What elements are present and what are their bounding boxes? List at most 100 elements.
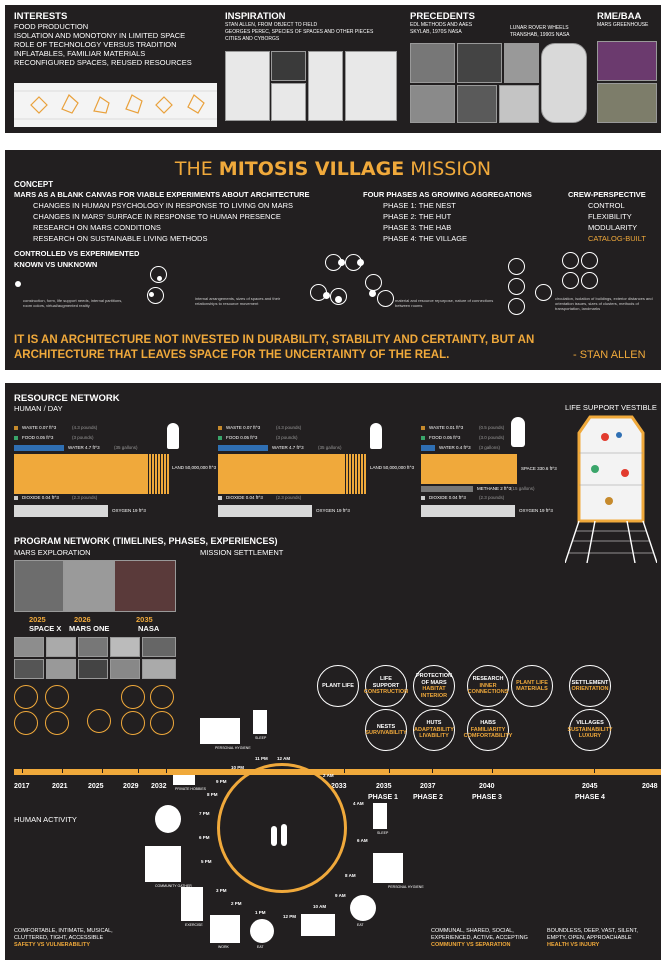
phase-label: PHASE 3	[472, 794, 502, 801]
experience-theme: HEALTH VS INJURY	[547, 942, 600, 948]
interests-line: INFLATABLES, FAMILIAR MATERIALS	[14, 49, 146, 58]
phases-title: FOUR PHASES AS GROWING AGGREGATIONS	[363, 190, 532, 199]
water-label: WATER 4.7 ft^3	[272, 445, 304, 450]
clock-hour: 8 AM	[345, 873, 356, 878]
phase-circle-orange-label: ORIENTATION	[571, 686, 609, 692]
life-support-vestible-drawing	[565, 415, 657, 563]
phase-circle-label: PROTECTION OF MARS	[415, 673, 453, 686]
food-note: (3 pounds)	[72, 435, 94, 440]
astronaut-icon	[511, 417, 525, 447]
research-photo-image	[142, 637, 176, 657]
phase-label: PHASE 1	[368, 794, 398, 801]
cell-dot	[157, 276, 162, 281]
resource-group: WASTE 0.07 ft^3 (4.3 pounds) FOOD 0.05 f…	[218, 423, 418, 523]
waste-bar	[218, 426, 222, 430]
quote-line: IT IS AN ARCHITECTURE NOT INVESTED IN DU…	[14, 334, 535, 346]
phase-circle-orange-label: FAMILIARITY COMFORTABILITY	[463, 726, 513, 740]
phase-circle: PLANT LIFE	[317, 665, 359, 707]
research-photo-image	[46, 637, 76, 657]
cell-dot	[323, 292, 330, 299]
waste-note: (4.3 pounds)	[72, 425, 98, 430]
oxygen-label: OXYGEN 19 ft^3	[112, 508, 146, 513]
human-pair-icon	[271, 826, 277, 846]
book-page-image	[225, 51, 270, 121]
clock-hour: 9 AM	[335, 893, 346, 898]
water-bar	[421, 445, 435, 451]
precedents-line: SKYLAB, 1970s NASA	[410, 29, 462, 35]
experience-theme: SAFETY VS VULNERABILITY	[14, 942, 90, 948]
book-photo-image	[271, 51, 306, 81]
explore-year: 2035	[136, 615, 153, 624]
rme-section: RME/BAA MARS GREENHOUSE	[597, 11, 648, 29]
mission-settlement-label: MISSION SETTLEMENT	[200, 548, 284, 557]
concept-line: RESEARCH ON SUSTAINABLE LIVING METHODS	[33, 234, 208, 243]
dioxide-bar	[218, 496, 222, 500]
activity-label: PERSONAL HYGIENE	[215, 746, 251, 750]
cell-circle	[508, 298, 525, 315]
single-cell-dot	[15, 281, 21, 287]
food-note: (3.0 pounds)	[479, 435, 505, 440]
controlled-line: CONTROLLED vs EXPERIMENTED	[14, 249, 140, 258]
cell-circle	[365, 274, 382, 291]
dioxide-note: (2.3 pounds)	[276, 495, 302, 500]
inspiration-title: INSPIRATION	[225, 11, 286, 22]
research-circle	[14, 685, 38, 709]
food-note: (3 pounds)	[276, 435, 298, 440]
clock-hour: 6 AM	[357, 838, 368, 843]
research-circle	[45, 685, 69, 709]
phase-line: PHASE 4: THE VILLAGE	[383, 234, 468, 243]
daily-clock-circle	[217, 763, 347, 893]
crew-line: MODULARITY	[588, 223, 638, 232]
timeline-year: 2037	[420, 783, 436, 790]
human-activity-title: HUMAN ACTIVITY	[14, 815, 77, 824]
oxygen-label: OXYGEN 19 ft^3	[316, 508, 350, 513]
space-bar	[421, 454, 517, 484]
explore-year: 2025	[29, 615, 46, 624]
activity-label: WORK	[218, 945, 229, 949]
cell-circle	[581, 272, 598, 289]
timeline-year: 2021	[52, 783, 68, 790]
interests-line: FOOD PRODUCTION	[14, 22, 89, 31]
activity-label: EXERCISE	[185, 923, 203, 927]
pattern-diagram-image	[14, 90, 217, 120]
phase-circle-label: LIFE SUPPORT	[372, 676, 400, 689]
cell-dot	[335, 296, 342, 303]
mission-title-post: MISSION	[404, 158, 492, 180]
oxygen-bar	[421, 505, 515, 517]
water-note: (35 gallons)	[318, 445, 342, 450]
research-photo-image	[46, 659, 76, 679]
resource-group: WASTE 0.07 ft^3 (4.3 pounds) FOOD 0.05 f…	[14, 423, 216, 523]
food-bar	[14, 436, 18, 440]
dioxide-note: (2.3 pounds)	[479, 495, 505, 500]
activity-label: EAT	[257, 945, 264, 949]
clock-hour: 6 PM	[199, 835, 210, 840]
methane-note: (15 gallons)	[511, 486, 535, 491]
inspiration-section: INSPIRATION STAN ALLEN, FROM OBJECT TO F…	[225, 11, 373, 43]
precedent-photo-image	[457, 85, 497, 123]
resource-title: RESOURCE NETWORK	[14, 393, 120, 404]
mission-title-pre: THE	[174, 158, 219, 180]
crew-title: CREW-PERSPECTIVE	[568, 190, 646, 199]
clock-hour: 2 PM	[231, 901, 242, 906]
cell-circle	[562, 272, 579, 289]
land-bar-stripes	[343, 454, 366, 494]
activity-label: SLEEP	[377, 831, 389, 835]
oxygen-bar	[218, 505, 312, 517]
waste-bar	[14, 426, 18, 430]
resource-subtitle: HUMAN / DAY	[14, 404, 63, 413]
phase-label: PHASE 4	[575, 794, 605, 801]
greenhouse-photo-image	[597, 41, 657, 81]
bed-activity-icon	[373, 803, 387, 829]
phase-circle: NESTS SURVIVABILITY	[365, 709, 407, 751]
human-figure-icon	[370, 423, 382, 449]
precedent-photo-image	[410, 85, 455, 123]
interests-line: ISOLATION AND MONOTONY IN LIMITED SPACE	[14, 31, 186, 40]
food-bar	[421, 436, 425, 440]
cell-circle	[330, 288, 347, 305]
explore-name: MARS ONE	[69, 624, 110, 633]
precedents-section: PRECEDENTS EDL METHODS AND AAES SKYLAB, …	[410, 11, 475, 36]
timeline-year: 2035	[376, 783, 392, 790]
quote-author: - STAN ALLEN	[573, 349, 646, 361]
caption-text: internal arrangements, sizes of spaces a…	[195, 296, 281, 306]
experience-line: EXPERIENCED, ACTIVE, ACCEPTING	[431, 935, 528, 941]
